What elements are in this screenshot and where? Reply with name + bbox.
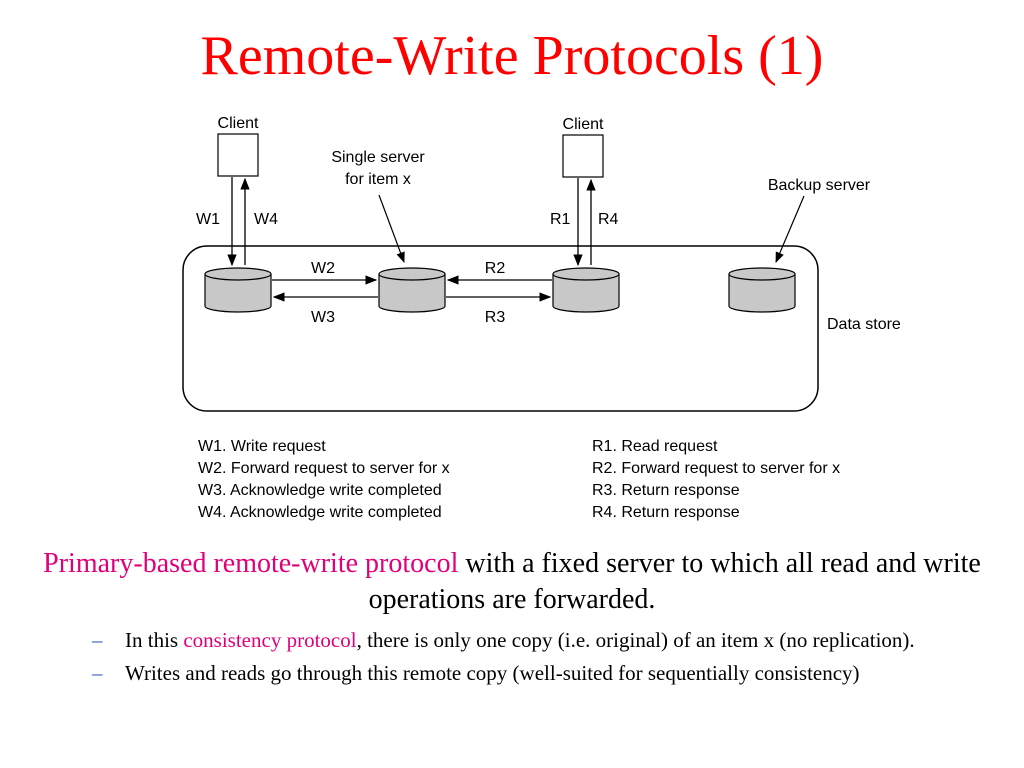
slide-title: Remote-Write Protocols (1) xyxy=(200,25,824,87)
bullet-1-prefix: In this xyxy=(125,628,184,652)
client-left-label: Client xyxy=(218,115,259,132)
legend-r3: R3. Return response xyxy=(592,482,740,499)
disk-left-replica xyxy=(204,267,272,313)
client-left-box xyxy=(217,133,259,177)
legend-w2: W2. Forward request to server for x xyxy=(198,460,450,477)
read-legend: R1. Read request R2. Forward request to … xyxy=(592,436,840,524)
label-r2: R2 xyxy=(485,260,506,277)
bullet-item: –In this consistency protocol, there is … xyxy=(92,628,972,653)
legend-w4: W4. Acknowledge write completed xyxy=(198,504,442,521)
label-r4: R4 xyxy=(598,211,619,228)
main-statement-rest: with a fixed server to which all read an… xyxy=(368,548,981,615)
label-w2: W2 xyxy=(311,260,335,277)
disk-right-replica xyxy=(552,267,620,313)
remote-write-diagram: Client Client Single server for item x B… xyxy=(182,115,901,412)
bullet-dash-icon: – xyxy=(92,661,103,685)
backup-server-label: Backup server xyxy=(768,177,871,194)
single-server-label-line2: for item x xyxy=(345,171,411,188)
label-r3: R3 xyxy=(485,309,506,326)
label-w1: W1 xyxy=(196,211,220,228)
bullet-1-highlight: consistency protocol xyxy=(183,628,357,652)
disk-backup-server xyxy=(728,267,796,313)
main-statement: Primary-based remote-write protocol with… xyxy=(30,546,994,618)
legend-w3: W3. Acknowledge write completed xyxy=(198,482,442,499)
bullet-2-text: Writes and reads go through this remote … xyxy=(125,661,860,685)
bullet-1-suffix: , there is only one copy (i.e. original)… xyxy=(356,628,915,652)
label-w4: W4 xyxy=(254,211,278,228)
legend-r1: R1. Read request xyxy=(592,438,718,455)
disk-primary-server xyxy=(378,267,446,313)
legend-r4: R4. Return response xyxy=(592,504,740,521)
label-r1: R1 xyxy=(550,211,571,228)
pointer-single-server xyxy=(378,194,405,264)
main-statement-highlight: Primary-based remote-write protocol xyxy=(43,548,459,579)
data-store-label: Data store xyxy=(827,316,901,333)
client-right-box xyxy=(562,134,604,178)
label-w3: W3 xyxy=(311,309,335,326)
client-right-label: Client xyxy=(563,116,604,133)
bullet-list: –In this consistency protocol, there is … xyxy=(92,628,972,694)
single-server-label-line1: Single server xyxy=(331,149,425,166)
bullet-item: –Writes and reads go through this remote… xyxy=(92,661,972,686)
data-store-region xyxy=(182,245,819,412)
write-legend: W1. Write request W2. Forward request to… xyxy=(198,436,450,524)
pointer-backup-server xyxy=(775,195,805,263)
legend-r2: R2. Forward request to server for x xyxy=(592,460,841,477)
bullet-dash-icon: – xyxy=(92,628,103,652)
legend-w1: W1. Write request xyxy=(198,438,326,455)
